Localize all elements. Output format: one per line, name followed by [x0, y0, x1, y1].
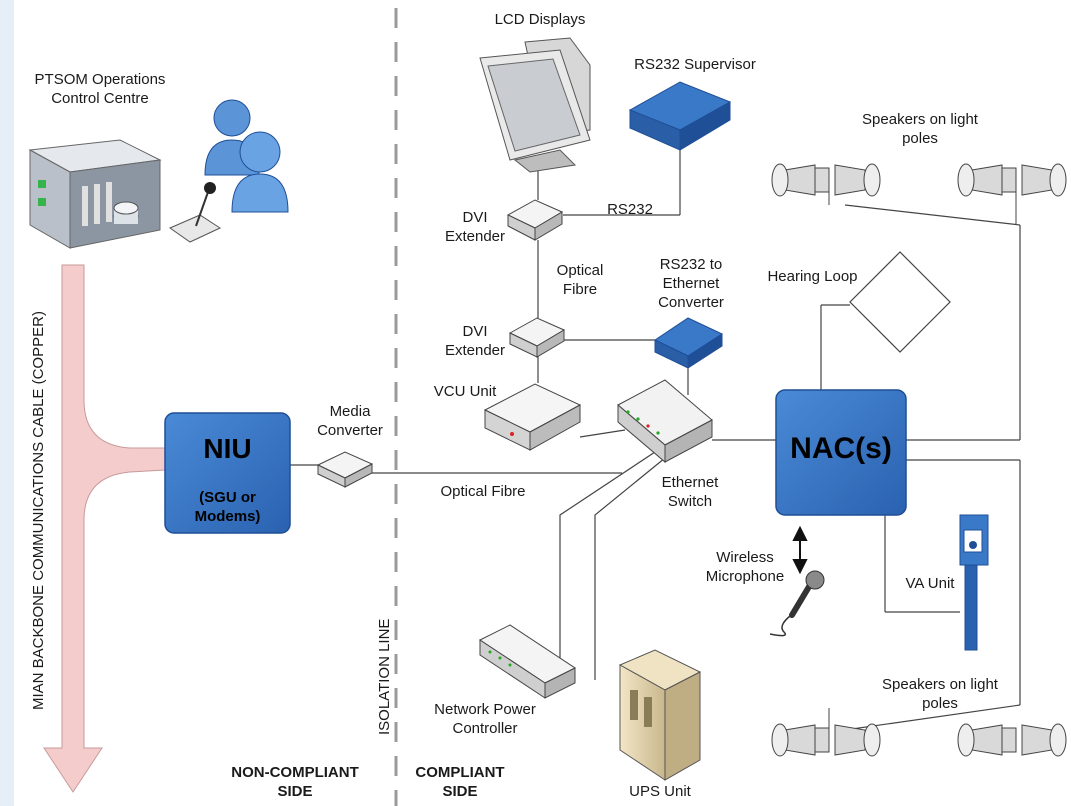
label-wireless-microphone: Wireless Microphone — [705, 549, 785, 585]
wireless-link-arrow — [792, 525, 808, 575]
label-isolation-line: ISOLATION LINE — [376, 618, 393, 735]
label-non-compliant-side: NON-COMPLIANT SIDE — [231, 764, 359, 800]
lcd-displays-icon — [479, 37, 591, 173]
label-hearing-loop: Hearing Loop — [767, 268, 858, 285]
label-speakers-bottom: Speakers on light poles — [882, 676, 998, 712]
label-compliant-side: COMPLIANT SIDE — [415, 764, 505, 800]
desk-microphone-icon — [168, 182, 222, 243]
nac-box — [775, 389, 907, 516]
label-media-converter: Media Converter — [317, 403, 383, 439]
dvi-extender-bottom-icon — [508, 317, 566, 358]
network-power-controller-icon — [479, 624, 576, 699]
label-dvi-extender-top: DVI Extender — [444, 209, 506, 245]
ethernet-switch-icon — [617, 379, 713, 464]
label-dvi-extender-bottom: DVI Extender — [444, 323, 506, 359]
left-margin-strip — [0, 0, 14, 806]
label-ups-unit: UPS Unit — [629, 783, 691, 800]
label-optical-fibre-bottom: Optical Fibre — [440, 483, 526, 500]
rs232-ethernet-converter-icon — [653, 317, 724, 369]
label-niu-title: NIU — [203, 433, 252, 464]
label-niu-sub: (SGU or Modems) — [194, 489, 261, 525]
server-icon — [28, 139, 162, 249]
label-nac: NAC(s) — [790, 432, 892, 465]
label-rs232-supervisor: RS232 Supervisor — [634, 56, 756, 73]
media-converter-icon — [316, 451, 374, 488]
vcu-unit-icon — [483, 383, 582, 451]
ups-unit-icon — [618, 649, 702, 781]
label-ops-centre: PTSOM Operations Control Centre — [34, 71, 166, 107]
operators-icon — [204, 99, 289, 213]
label-backbone-cable: MIAN BACKBONE COMMUNICATIONS CABLE (COPP… — [30, 311, 47, 710]
wireless-microphone-icon — [769, 570, 825, 637]
backbone-arrow — [43, 264, 166, 793]
hearing-loop-icon — [849, 251, 951, 353]
label-rs232: RS232 — [607, 201, 653, 218]
va-unit-icon — [959, 514, 989, 651]
label-network-power-controller: Network Power Controller — [434, 701, 536, 737]
label-rs232-to-ethernet: RS232 to Ethernet Converter — [658, 256, 724, 311]
label-ethernet-switch: Ethernet Switch — [661, 474, 719, 510]
label-optical-fibre-mid: Optical Fibre — [556, 262, 604, 298]
label-lcd-displays: LCD Displays — [494, 11, 586, 28]
speakers-bottom-icon — [771, 708, 1067, 757]
label-va-unit: VA Unit — [905, 575, 955, 592]
rs232-supervisor-icon — [628, 81, 732, 151]
speakers-top-icon — [771, 163, 1067, 225]
label-vcu-unit: VCU Unit — [433, 383, 497, 400]
niu-box — [164, 412, 291, 534]
dvi-extender-top-icon — [506, 199, 564, 241]
label-speakers-top: Speakers on light poles — [862, 111, 978, 147]
